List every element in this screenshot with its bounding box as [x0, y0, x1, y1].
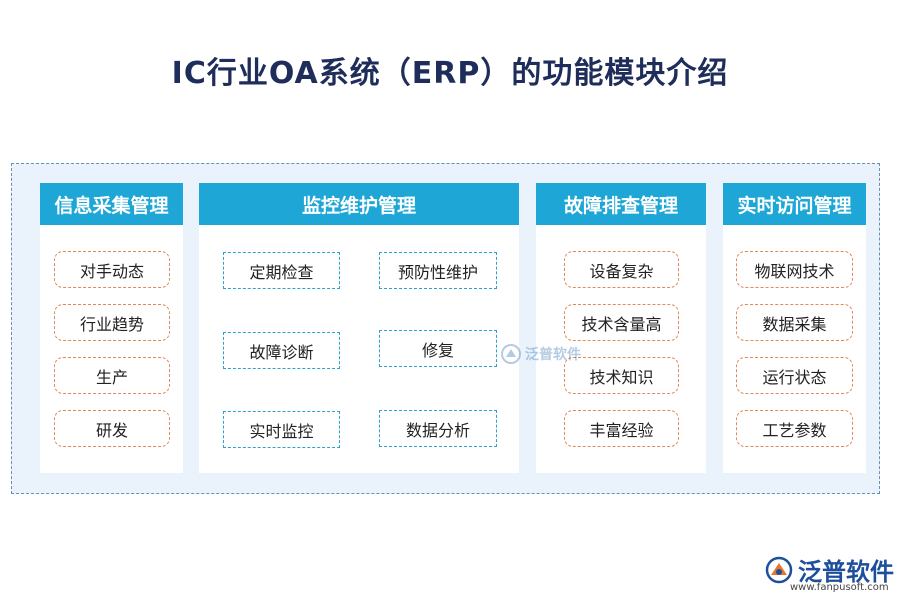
column-monitoring-maintenance: 监控维护管理 定期检查 预防性维护 故障诊断 修复 实时监控 数据分析	[199, 183, 519, 473]
module-item: 故障诊断	[223, 332, 340, 369]
module-item: 工艺参数	[736, 410, 853, 447]
column-header: 监控维护管理	[199, 183, 519, 225]
module-item: 研发	[54, 410, 170, 447]
brand-logo: 泛普软件	[764, 552, 894, 587]
module-item: 数据采集	[736, 304, 853, 341]
brand-name: 泛普软件	[798, 558, 894, 586]
module-item: 实时监控	[223, 411, 340, 448]
column-header: 实时访问管理	[723, 183, 866, 225]
column-header: 信息采集管理	[40, 183, 183, 225]
module-item: 丰富经验	[564, 410, 679, 447]
column-header: 故障排查管理	[536, 183, 706, 225]
column-fault-troubleshooting: 故障排查管理 设备复杂 技术含量高 技术知识 丰富经验	[536, 183, 706, 473]
watermark-text: 泛普软件	[525, 347, 581, 363]
module-item: 预防性维护	[379, 252, 497, 289]
column-realtime-access: 实时访问管理 物联网技术 数据采集 运行状态 工艺参数	[723, 183, 866, 473]
module-item: 生产	[54, 357, 170, 394]
watermark: 泛普软件	[500, 343, 581, 365]
column-info-collection: 信息采集管理 对手动态 行业趋势 生产 研发	[40, 183, 183, 473]
brand-logo-icon	[765, 556, 793, 583]
module-item: 数据分析	[379, 410, 497, 447]
brand-url: www.fanpusoft.com	[790, 582, 889, 593]
module-item: 运行状态	[736, 357, 853, 394]
module-item: 定期检查	[223, 252, 340, 289]
module-item: 设备复杂	[564, 251, 679, 288]
module-item: 技术含量高	[564, 304, 679, 341]
page-title: IC行业OA系统（ERP）的功能模块介绍	[171, 56, 729, 91]
module-item: 修复	[379, 330, 497, 367]
module-item: 物联网技术	[736, 251, 853, 288]
watermark-logo-icon	[501, 344, 521, 364]
module-item: 技术知识	[564, 357, 679, 394]
module-item: 对手动态	[54, 251, 170, 288]
module-item: 行业趋势	[54, 304, 170, 341]
